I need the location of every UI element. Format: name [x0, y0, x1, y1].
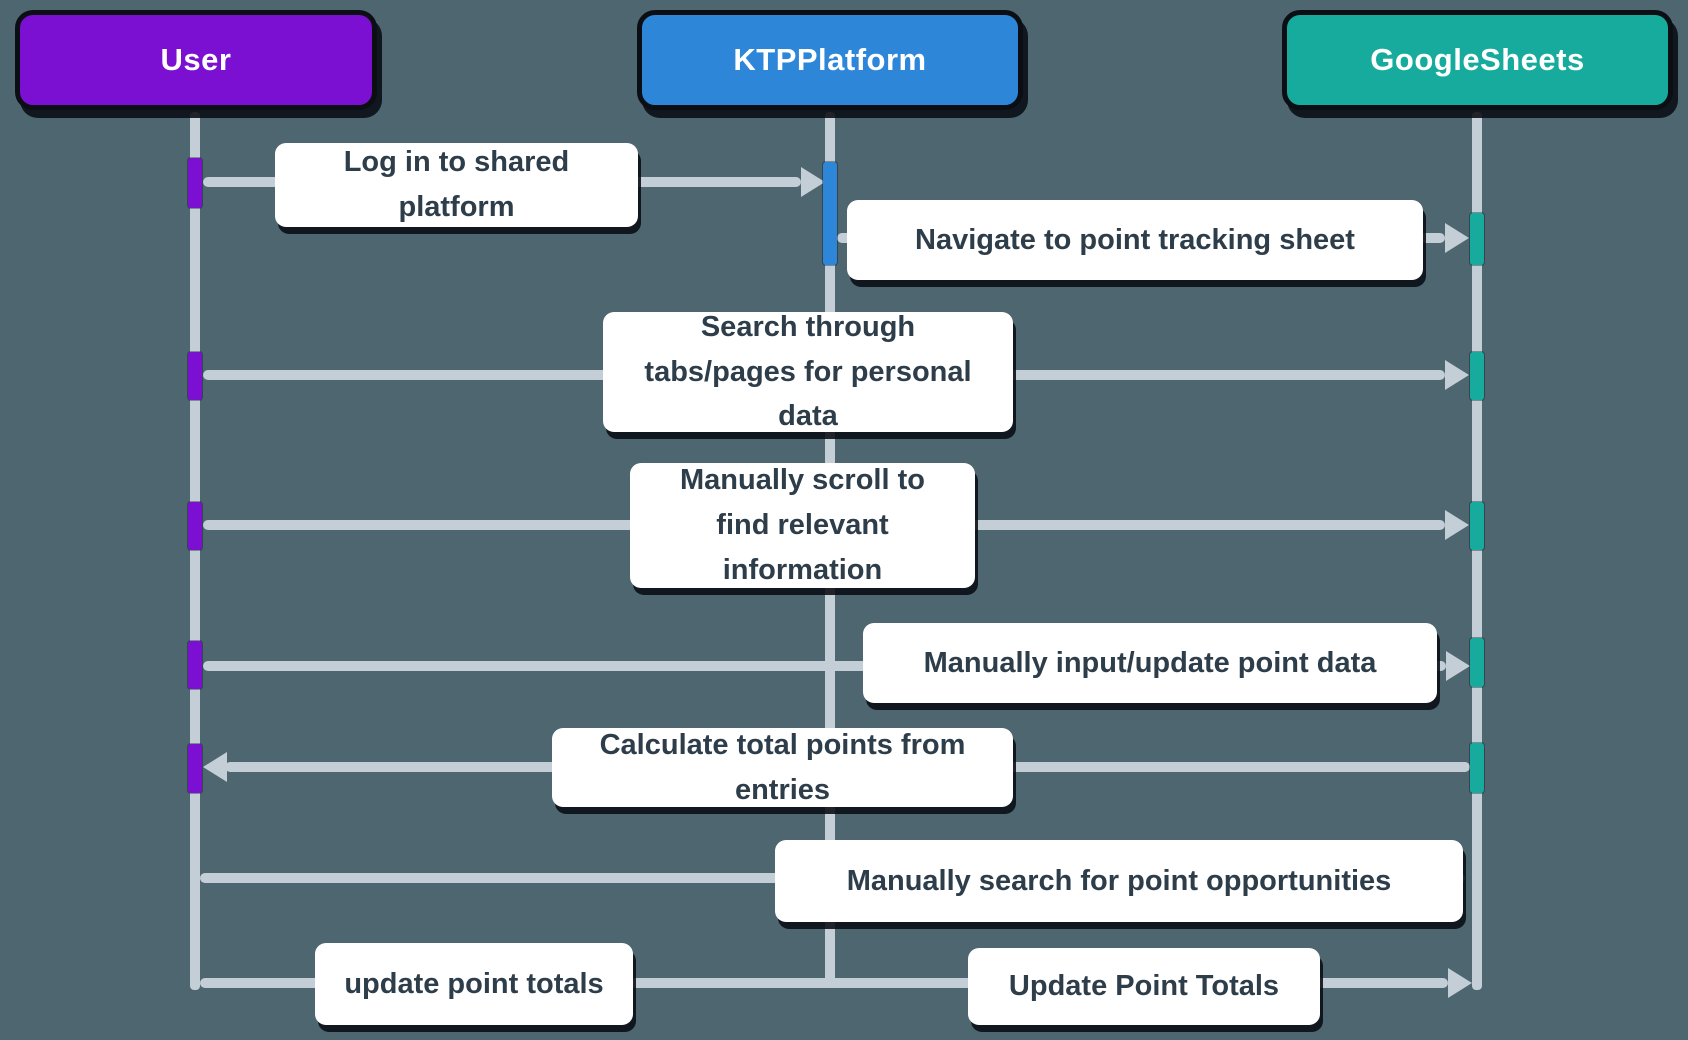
activation-bar-user-5 [188, 744, 202, 793]
actor-label-ktpplatform: KTPPlatform [733, 42, 927, 77]
activation-bar-user-2 [188, 352, 202, 400]
actor-box-ktpplatform: KTPPlatform [637, 10, 1023, 110]
activation-bar-ktpplatform-1 [823, 162, 837, 265]
message-label: Manually search for point opportunities [775, 840, 1463, 922]
lifeline-user [190, 112, 200, 990]
activation-bar-googlesheets-1 [1470, 213, 1484, 265]
arrowhead-right-icon [1445, 510, 1469, 540]
activation-bar-user-4 [188, 641, 202, 689]
arrowhead-left-icon [203, 752, 227, 782]
activation-bar-user-1 [188, 158, 202, 208]
actor-label-googlesheets: GoogleSheets [1370, 42, 1585, 77]
lifeline-googlesheets [1472, 112, 1482, 990]
actor-box-googlesheets: GoogleSheets [1282, 10, 1673, 110]
message-label: Search through tabs/pages for personal d… [603, 311, 1013, 432]
message-label: Update Point Totals [968, 948, 1320, 1025]
message-line-5 [203, 661, 1446, 671]
message-label: update point totals [315, 943, 633, 1025]
activation-bar-googlesheets-2 [1470, 352, 1484, 400]
actor-label-user: User [160, 42, 232, 77]
arrowhead-right-icon [1445, 360, 1469, 390]
message-label: Manually input/update point data [863, 623, 1437, 703]
arrowhead-right-icon [1446, 651, 1470, 681]
message-label: Log in to shared platform [275, 143, 638, 227]
actor-box-user: User [15, 10, 377, 110]
message-line-8 [200, 978, 1448, 988]
message-label: Calculate total points from entries [552, 728, 1013, 807]
activation-bar-googlesheets-4 [1470, 638, 1484, 687]
arrowhead-right-icon [1445, 223, 1469, 253]
arrowhead-right-icon [801, 167, 825, 197]
activation-bar-googlesheets-5 [1470, 743, 1484, 793]
activation-bar-googlesheets-3 [1470, 502, 1484, 550]
message-label: Navigate to point tracking sheet [847, 200, 1423, 280]
message-label: Manually scroll to find relevant informa… [630, 463, 975, 588]
arrowhead-right-icon [1448, 968, 1472, 998]
activation-bar-user-3 [188, 502, 202, 550]
